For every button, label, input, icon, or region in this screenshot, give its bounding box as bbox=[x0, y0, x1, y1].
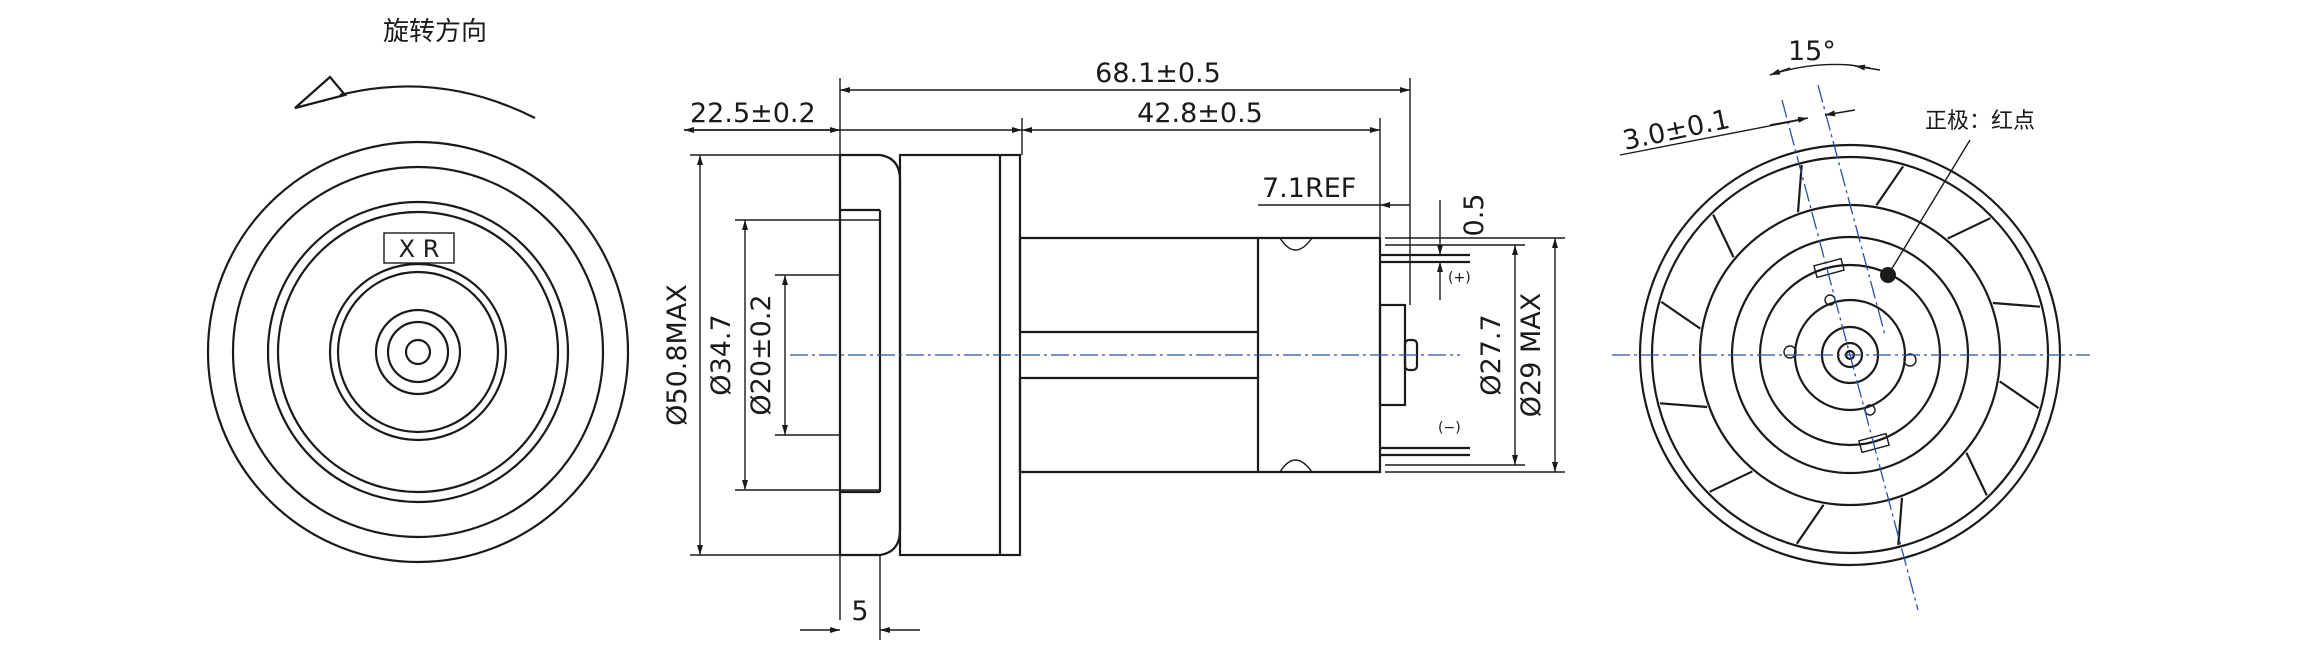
fan-vane bbox=[1660, 300, 1701, 330]
minus-terminal-label: (−) bbox=[1438, 420, 1461, 436]
fan-vane bbox=[1965, 452, 1988, 496]
xr-label-box bbox=[383, 232, 455, 264]
fan-vane bbox=[1659, 402, 1708, 409]
rotation-arrowhead bbox=[294, 75, 347, 110]
front-view: X R 旋转方向 bbox=[206, 17, 630, 564]
terminal-thickness-dim: 0.5 bbox=[1459, 194, 1490, 237]
can-max-diameter-dim: Ø29 MAX bbox=[1516, 293, 1547, 417]
boss-diameter-dim: Ø20±0.2 bbox=[746, 294, 777, 415]
fan-vane bbox=[1875, 165, 1905, 206]
xr-label: X R bbox=[399, 235, 440, 263]
overall-length-dim: 68.1±0.5 bbox=[1095, 58, 1221, 89]
rear-view: 正极：红点 3.0±0.1 15° bbox=[1612, 36, 2090, 611]
fan-vane bbox=[1999, 380, 2040, 410]
terminal-offset-dim: 3.0±0.1 bbox=[1620, 104, 1733, 157]
fan-vane bbox=[1795, 504, 1825, 545]
rotation-arc bbox=[339, 85, 536, 119]
rotation-direction-label: 旋转方向 bbox=[383, 17, 487, 47]
can-diameter-dim: Ø27.7 bbox=[1476, 314, 1507, 395]
outer-diameter-dim: Ø50.8MAX bbox=[662, 284, 693, 426]
rear-centerline-angled bbox=[1781, 99, 1919, 611]
plus-terminal-tab bbox=[1813, 257, 1845, 279]
side-dimensions: 68.1±0.5 42.8±0.5 22.5±0.2 7.1REF 0.5 Ø5… bbox=[662, 58, 1565, 640]
body-length-dim: 42.8±0.5 bbox=[1137, 98, 1263, 129]
fan-vane bbox=[1897, 497, 1904, 546]
fan-vane bbox=[1992, 301, 2041, 308]
flange-thickness-dim: 5 bbox=[851, 596, 868, 627]
terminal-ref-dim: 7.1REF bbox=[1262, 173, 1356, 204]
positive-pole-label: 正极：红点 bbox=[1925, 109, 2035, 134]
front-flange-dim: 22.5±0.2 bbox=[690, 98, 816, 129]
fan-vane bbox=[1947, 217, 1991, 240]
fan-vane bbox=[1709, 470, 1753, 493]
bearing-diameter-dim: Ø34.7 bbox=[706, 314, 737, 395]
terminal-angle-dim: 15° bbox=[1788, 36, 1836, 67]
fan-vane bbox=[1712, 214, 1735, 258]
side-view: (+) (−) bbox=[790, 153, 1471, 557]
plus-terminal-label: (+) bbox=[1448, 270, 1471, 286]
